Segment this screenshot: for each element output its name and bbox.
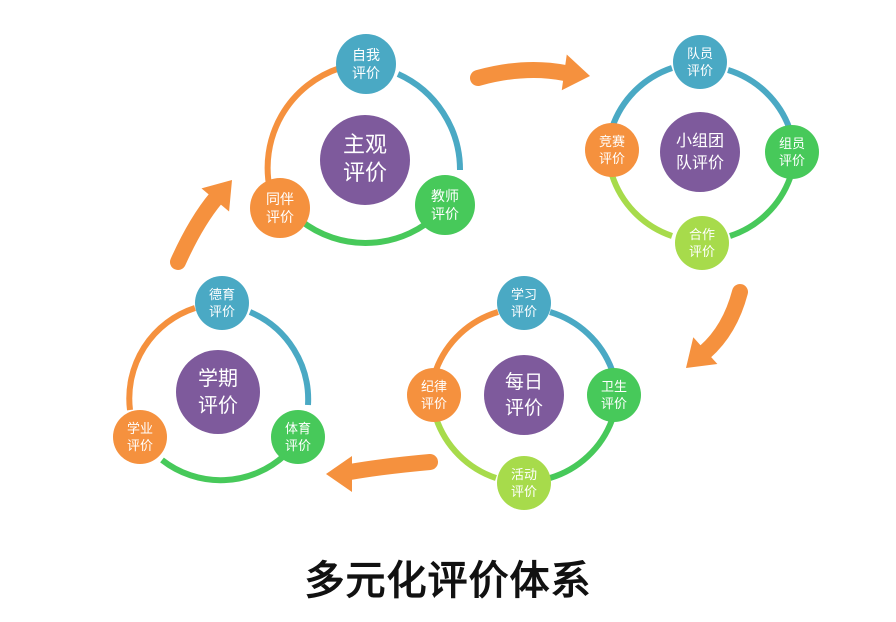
page-title: 多元化评价体系: [304, 557, 592, 604]
node-label: 评价: [352, 66, 380, 82]
node-label: 学业: [127, 421, 153, 437]
cycle-group: 小组团 队评价 队员 评价 组员 评价 合作 评价 竞赛 评价: [585, 35, 819, 270]
flow-arrow-shaft: [170, 190, 224, 270]
node-label: 教师: [431, 189, 459, 205]
ring-arc: [609, 174, 673, 239]
cycle-term: 学期 评价 德育 评价 体育 评价 学业 评价: [113, 276, 325, 484]
center-label: 评价: [198, 393, 238, 417]
node-label: 卫生: [601, 380, 627, 395]
node-label: 评价: [511, 485, 537, 500]
node-label: 活动: [511, 468, 537, 483]
flow-arrow-shaft: [697, 284, 748, 360]
ring-arc: [549, 309, 615, 372]
node-competition: [585, 123, 639, 177]
node-discipline: [407, 368, 461, 422]
flow-arrows: [170, 54, 748, 492]
node-teacher: [415, 175, 475, 235]
center-circle: [320, 115, 410, 205]
node-label: 同伴: [266, 192, 294, 208]
node-hygiene: [587, 368, 641, 422]
cycle-subjective: 主观 评价 自我 评价 教师 评价 同伴 评价: [250, 34, 475, 246]
ring-arc: [433, 309, 499, 372]
node-label: 队员: [687, 47, 713, 62]
node-label: 评价: [779, 154, 805, 169]
flow-arrow-head: [561, 54, 590, 91]
node-label: 评价: [285, 439, 311, 454]
ring-arc: [727, 67, 793, 132]
node-self: [336, 34, 396, 94]
node-teammate: [765, 125, 819, 179]
node-label: 评价: [209, 305, 235, 320]
flow-arrow-head: [326, 456, 352, 492]
node-label: 评价: [421, 397, 447, 412]
flow-arrow-head: [201, 180, 232, 212]
node-label: 评价: [601, 397, 627, 412]
flow-arrow-head: [686, 337, 718, 368]
center-label: 评价: [343, 161, 387, 186]
node-label: 德育: [209, 287, 235, 303]
node-label: 评价: [127, 439, 153, 454]
ring-arc: [549, 418, 615, 481]
node-label: 体育: [285, 421, 311, 437]
node-label: 评价: [266, 210, 294, 226]
node-cooperation: [675, 216, 729, 270]
node-moral: [195, 276, 249, 330]
center-label: 每日: [505, 371, 543, 393]
node-label: 评价: [687, 64, 713, 79]
node-label: 竞赛: [599, 134, 625, 150]
node-label: 纪律: [421, 380, 447, 395]
node-member: [673, 35, 727, 89]
node-activity: [497, 456, 551, 510]
node-sports: [271, 410, 325, 464]
node-label: 自我: [352, 48, 380, 64]
cycle-daily: 每日 评价 学习 评价 卫生 评价 活动 评价 纪律 评价: [407, 276, 641, 510]
ring-arc: [126, 305, 196, 411]
center-label: 小组团: [676, 131, 724, 150]
ring-arc: [248, 309, 312, 406]
node-label: 评价: [599, 152, 625, 167]
node-label: 组员: [779, 137, 805, 152]
ring-arc: [160, 452, 288, 484]
flow-arrow-shaft: [470, 61, 573, 86]
node-study: [497, 276, 551, 330]
center-circle: [484, 355, 564, 435]
ring-arc: [729, 176, 793, 239]
node-label: 合作: [689, 228, 715, 243]
center-circle: [176, 350, 260, 434]
node-label: 评价: [511, 305, 537, 320]
center-label: 学期: [198, 366, 238, 390]
flow-arrow-shaft: [342, 454, 438, 480]
center-circle: [660, 112, 740, 192]
ring-arc: [264, 65, 341, 191]
center-label: 主观: [343, 133, 387, 158]
node-peer: [250, 178, 310, 238]
ring-arc: [396, 71, 464, 171]
ring-arc: [609, 65, 673, 129]
node-label: 学习: [511, 287, 537, 303]
center-label: 评价: [505, 397, 543, 419]
center-label: 队评价: [676, 153, 724, 172]
node-academic: [113, 410, 167, 464]
node-label: 评价: [689, 245, 715, 260]
ring-arc: [433, 417, 497, 481]
node-label: 评价: [431, 207, 459, 223]
